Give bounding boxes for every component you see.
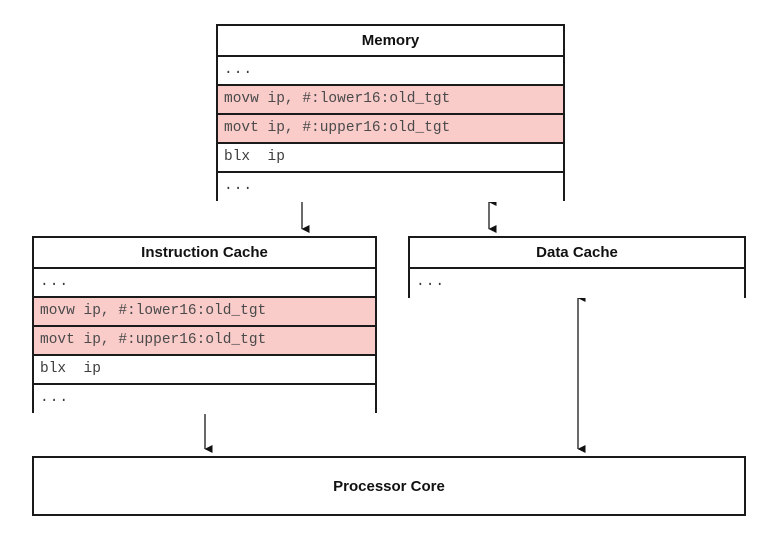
memory-row-4: ... (218, 173, 563, 202)
data-cache-block-title: Data Cache (410, 238, 744, 269)
instruction-cache-block: Instruction Cache ... movw ip, #:lower16… (32, 236, 377, 414)
instruction-cache-row-0: ... (34, 269, 375, 298)
memory-block: Memory ... movw ip, #:lower16:old_tgt mo… (216, 24, 565, 202)
memory-row-0: ... (218, 57, 563, 86)
instruction-cache-block-title: Instruction Cache (34, 238, 375, 269)
data-cache-block: Data Cache ... (408, 236, 746, 298)
processor-core-block: Processor Core (32, 456, 746, 516)
instruction-cache-row-4: ... (34, 385, 375, 414)
instruction-cache-row-2: movt ip, #:upper16:old_tgt (34, 327, 375, 356)
processor-core-block-title: Processor Core (333, 477, 445, 495)
instruction-cache-row-1: movw ip, #:lower16:old_tgt (34, 298, 375, 327)
memory-row-2: movt ip, #:upper16:old_tgt (218, 115, 563, 144)
instruction-cache-row-3: blx ip (34, 356, 375, 385)
memory-block-title: Memory (218, 26, 563, 57)
data-cache-row-0: ... (410, 269, 744, 298)
memory-row-1: movw ip, #:lower16:old_tgt (218, 86, 563, 115)
memory-row-3: blx ip (218, 144, 563, 173)
